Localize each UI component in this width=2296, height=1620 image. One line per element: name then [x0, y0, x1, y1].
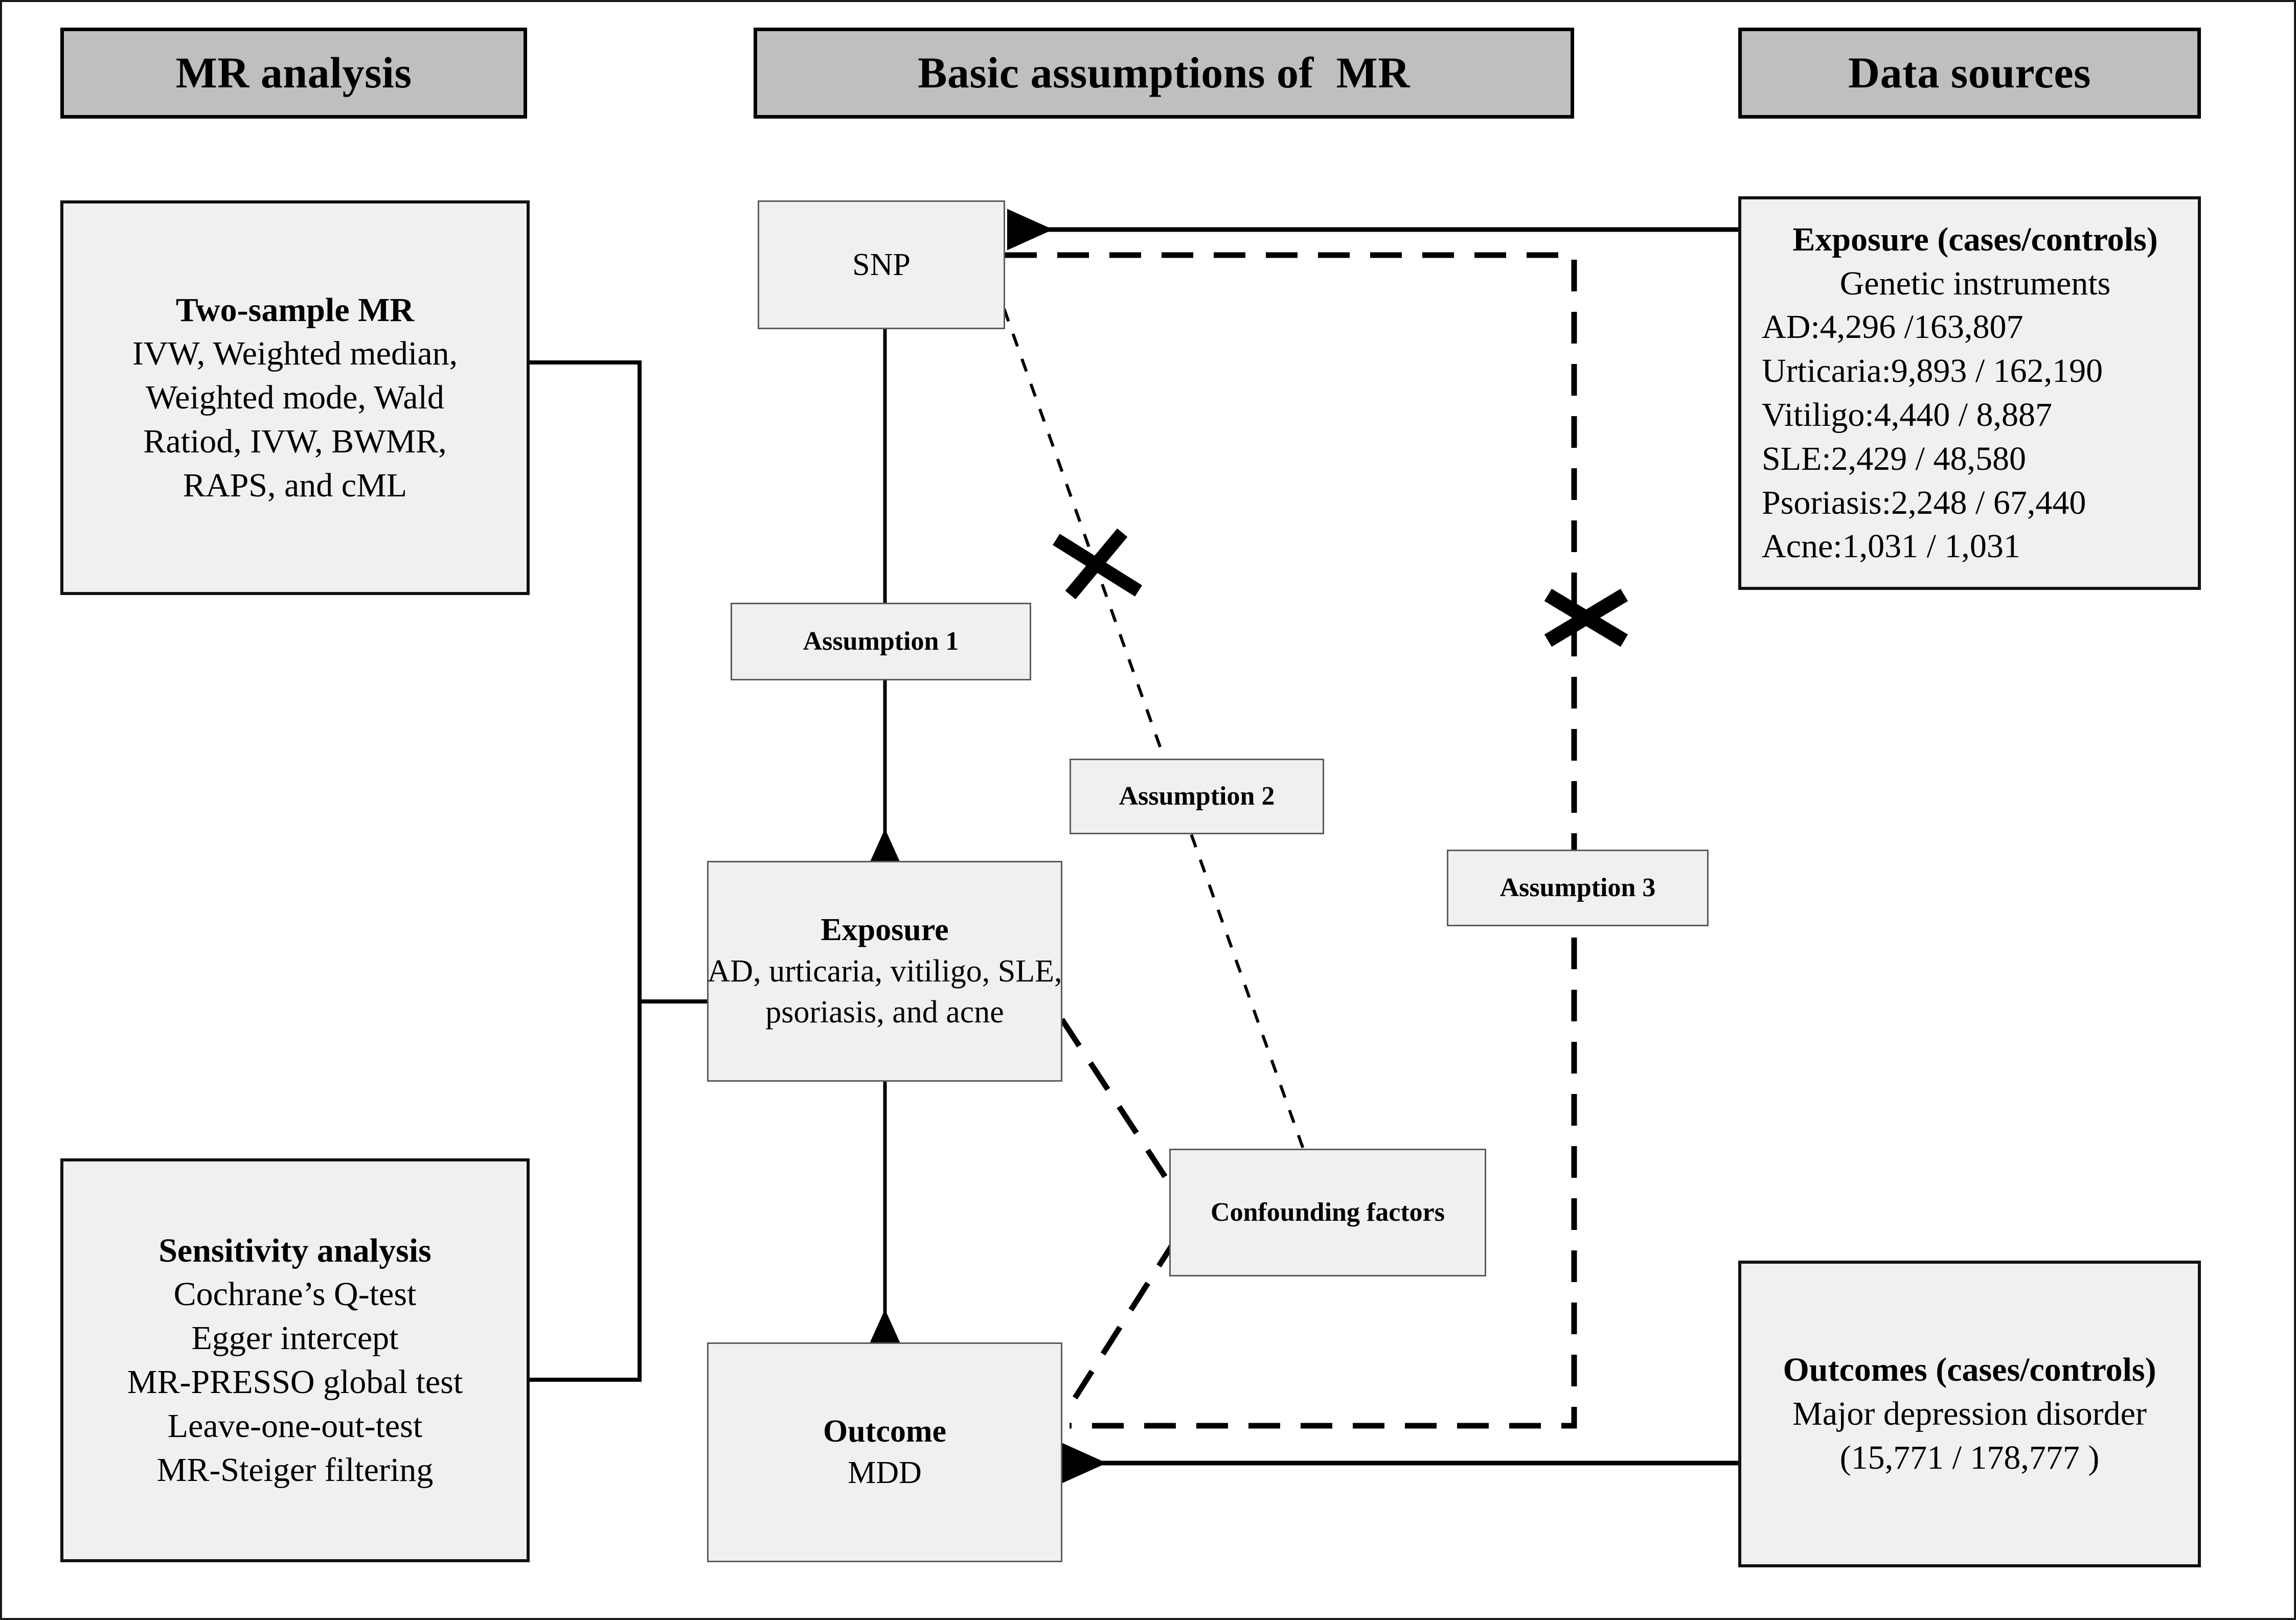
- data-source-outcomes-panel: Outcomes (cases/controls) Major depressi…: [1738, 1261, 2201, 1567]
- sensitivity-analysis-line-2: Egger intercept: [191, 1319, 399, 1357]
- data-source-outcomes-title: Outcomes (cases/controls): [1783, 1351, 2156, 1389]
- column-header-basic-assumptions-label: Basic assumptions of MR: [918, 48, 1410, 98]
- confounding-factors-node: Confounding factors: [1169, 1149, 1486, 1276]
- data-source-outcomes-line-2: (15,771 / 178,777 ): [1839, 1439, 2100, 1476]
- data-source-exposure-line-1: AD:4,296 /163,807: [1762, 308, 2024, 346]
- cross-assumption-3-icon: [1544, 588, 1628, 647]
- exposure-node: Exposure AD, urticaria, vitiligo, SLE, p…: [707, 861, 1062, 1082]
- exposure-node-line-1: AD, urticaria, vitiligo, SLE,: [707, 953, 1062, 989]
- two-sample-mr-line-1: IVW, Weighted median,: [132, 335, 458, 373]
- data-source-exposure-subtitle: Genetic instruments: [1839, 264, 2111, 302]
- outcome-node: Outcome MDD: [707, 1342, 1062, 1562]
- assumption-1-node: Assumption 1: [731, 603, 1031, 680]
- column-header-data-sources-label: Data sources: [1848, 48, 2091, 98]
- sensitivity-analysis-line-5: MR-Steiger filtering: [156, 1451, 434, 1489]
- two-sample-mr-line-2: Weighted mode, Wald: [146, 379, 444, 417]
- outcome-node-title: Outcome: [823, 1414, 947, 1449]
- edge-exposure-to-confounders: [1059, 1017, 1178, 1195]
- exposure-node-line-2: psoriasis, and acne: [765, 995, 1004, 1030]
- confounding-factors-label: Confounding factors: [1211, 1198, 1445, 1227]
- outcome-node-line-1: MDD: [848, 1455, 922, 1490]
- sensitivity-analysis-title: Sensitivity analysis: [158, 1231, 431, 1269]
- data-source-outcomes-line-1: Major depression disorder: [1792, 1395, 2147, 1433]
- data-source-exposure-line-2: Urticaria:9,893 / 162,190: [1762, 352, 2103, 390]
- column-header-data-sources: Data sources: [1738, 28, 2201, 119]
- column-header-mr-analysis: MR analysis: [60, 28, 527, 119]
- assumption-3-node: Assumption 3: [1447, 850, 1709, 926]
- data-source-exposure-line-5: Psoriasis:2,248 / 67,440: [1762, 484, 2086, 521]
- column-header-basic-assumptions: Basic assumptions of MR: [754, 28, 1574, 119]
- sensitivity-analysis-line-3: MR-PRESSO global test: [127, 1363, 463, 1401]
- data-source-exposure-panel: Exposure (cases/controls) Genetic instru…: [1738, 196, 2201, 590]
- assumption-2-node: Assumption 2: [1070, 759, 1324, 834]
- snp-node: SNP: [758, 200, 1005, 329]
- sensitivity-analysis-line-4: Leave-one-out-test: [167, 1407, 423, 1445]
- data-source-exposure-line-3: Vitiligo:4,440 / 8,887: [1762, 396, 2053, 433]
- two-sample-mr-panel: Two-sample MR IVW, Weighted median, Weig…: [60, 200, 530, 595]
- edge-confounders-to-outcome: [1063, 1238, 1178, 1414]
- data-source-exposure-line-4: SLE:2,429 / 48,580: [1762, 440, 2027, 477]
- assumption-2-label: Assumption 2: [1119, 782, 1275, 811]
- sensitivity-analysis-panel: Sensitivity analysis Cochrane’s Q-test E…: [60, 1158, 530, 1562]
- two-sample-mr-line-4: RAPS, and cML: [183, 466, 407, 504]
- exposure-node-title: Exposure: [821, 912, 949, 948]
- snp-node-label: SNP: [852, 247, 911, 282]
- two-sample-mr-line-3: Ratiod, IVW, BWMR,: [143, 422, 447, 460]
- data-source-exposure-title: Exposure (cases/controls): [1792, 220, 2158, 258]
- cross-assumption-2-icon: [1053, 528, 1142, 600]
- mr-analysis-bracket: [530, 360, 709, 1382]
- sensitivity-analysis-line-1: Cochrane’s Q-test: [173, 1275, 417, 1313]
- assumption-3-label: Assumption 3: [1499, 873, 1656, 903]
- column-header-mr-analysis-label: MR analysis: [175, 48, 412, 98]
- data-source-exposure-line-6: Acne:1,031 / 1,031: [1762, 528, 2020, 565]
- assumption-1-label: Assumption 1: [803, 627, 959, 656]
- two-sample-mr-title: Two-sample MR: [175, 291, 415, 329]
